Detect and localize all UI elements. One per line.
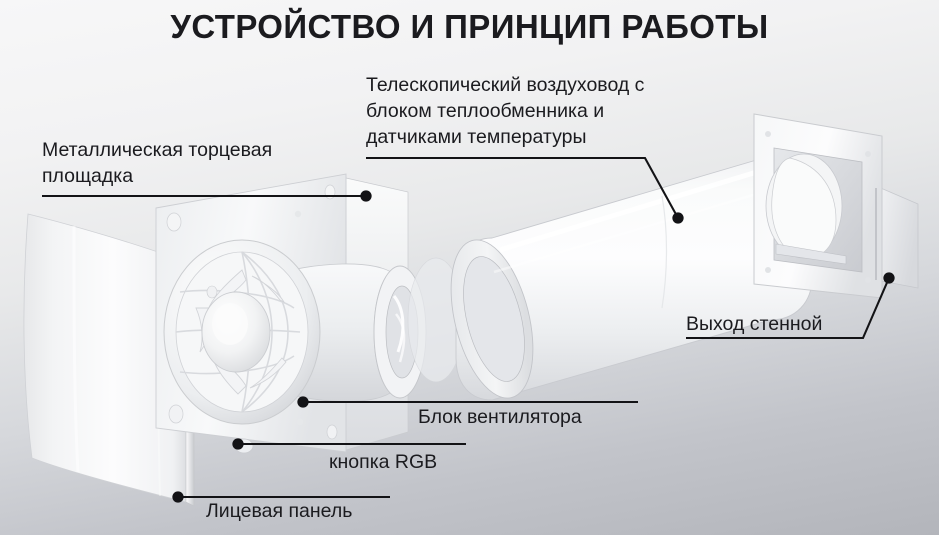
callout-telescopic-duct: Телескопический воздуховод с блоком тепл… <box>366 74 645 148</box>
part-wall-outlet <box>740 108 939 328</box>
page-title: УСТРОЙСТВО И ПРИНЦИП РАБОТЫ <box>170 8 769 45</box>
callout-metal-end-plate: Металлическая торцевая площадка <box>42 139 273 187</box>
callout-fan-block: Блок вентилятора <box>418 406 582 428</box>
callout-wall-outlet: Выход стенной <box>686 313 823 335</box>
callout-face-panel: Лицевая панель <box>206 500 353 522</box>
part-fan-unit <box>150 180 465 480</box>
callout-rgb-button: кнопка RGB <box>329 451 438 473</box>
